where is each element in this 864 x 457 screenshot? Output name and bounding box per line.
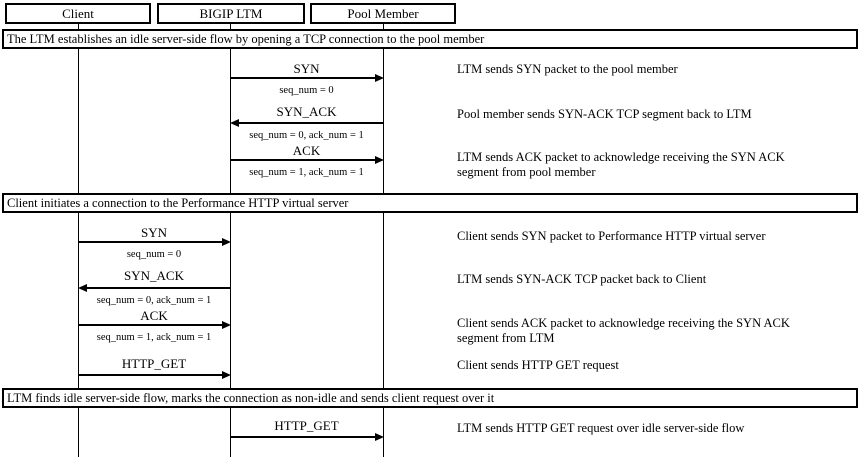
lifeline-client: [78, 24, 79, 457]
arrowhead-left-icon: [78, 283, 87, 292]
message-line-httpget-ltm-pool: [230, 436, 378, 438]
participant-pool-member[interactable]: Pool Member: [310, 3, 456, 24]
message-label-ack-ltm-pool: ACK: [230, 144, 383, 157]
description-5: LTM sends SYN-ACK TCP packet back to Cli…: [457, 272, 859, 287]
message-label-syn-client-ltm: SYN: [78, 226, 230, 239]
message-label-httpget-client-ltm: HTTP_GET: [78, 357, 230, 370]
message-note-syn-client-ltm: seq_num = 0: [78, 249, 230, 261]
message-line-syn-client-ltm: [78, 241, 225, 243]
message-note-text: seq_num = 1, ack_num = 1: [96, 332, 212, 343]
description-line: Client sends HTTP GET request: [457, 358, 619, 372]
description-line: LTM sends SYN packet to the pool member: [457, 62, 678, 76]
arrowhead-left-icon: [230, 118, 239, 127]
message-label-text: SYN: [140, 225, 167, 240]
section-note-3: LTM finds idle server-side flow, marks t…: [2, 388, 858, 408]
description-line: Pool member sends SYN-ACK TCP segment ba…: [457, 107, 752, 121]
message-label-text: ACK: [292, 143, 321, 158]
message-label-synack-ltm-client: SYN_ACK: [78, 269, 230, 282]
participant-bigip-ltm[interactable]: BIGIP LTM: [157, 3, 305, 24]
lifeline-pool-member: [383, 24, 384, 457]
description-line: segment from LTM: [457, 330, 555, 345]
description-line: Client sends ACK packet to acknowledge r…: [457, 316, 790, 330]
message-label-synack-pool-ltm: SYN_ACK: [230, 105, 383, 118]
message-line-httpget-client-ltm: [78, 374, 225, 376]
arrowhead-right-icon: [375, 432, 384, 441]
arrowhead-right-icon: [222, 370, 231, 379]
message-label-syn-ltm-pool: SYN: [230, 62, 383, 75]
description-1: LTM sends SYN packet to the pool member: [457, 62, 859, 77]
description-4: Client sends SYN packet to Performance H…: [457, 229, 859, 244]
message-line-synack-pool-ltm: [235, 122, 383, 124]
message-line-syn-ltm-pool: [230, 77, 378, 79]
section-note-3-text: LTM finds idle server-side flow, marks t…: [7, 390, 495, 405]
message-note-text: seq_num = 0, ack_num = 1: [96, 295, 212, 306]
arrowhead-right-icon: [222, 237, 231, 246]
message-label-text: HTTP_GET: [121, 356, 187, 371]
description-line: LTM sends HTTP GET request over idle ser…: [457, 421, 745, 435]
section-note-1-text: The LTM establishes an idle server-side …: [7, 31, 485, 46]
section-note-2: Client initiates a connection to the Per…: [2, 193, 858, 213]
description-2: Pool member sends SYN-ACK TCP segment ba…: [457, 107, 859, 122]
description-6: Client sends ACK packet to acknowledge r…: [457, 316, 859, 346]
section-note-1: The LTM establishes an idle server-side …: [2, 29, 858, 49]
message-note-synack-pool-ltm: seq_num = 0, ack_num = 1: [230, 130, 383, 142]
participant-client[interactable]: Client: [5, 3, 151, 24]
message-note-ack-client-ltm: seq_num = 1, ack_num = 1: [78, 332, 230, 344]
message-note-ack-ltm-pool: seq_num = 1, ack_num = 1: [230, 167, 383, 179]
participant-client-label: Client: [62, 6, 94, 21]
arrowhead-right-icon: [222, 320, 231, 329]
description-7: Client sends HTTP GET request: [457, 358, 859, 373]
description-line: segment from pool member: [457, 164, 596, 179]
arrowhead-right-icon: [375, 73, 384, 82]
message-line-ack-client-ltm: [78, 324, 225, 326]
description-line: Client sends SYN packet to Performance H…: [457, 229, 766, 243]
participant-bigip-ltm-label: BIGIP LTM: [199, 6, 263, 21]
message-label-ack-client-ltm: ACK: [78, 309, 230, 322]
arrowhead-right-icon: [375, 155, 384, 164]
message-note-syn-ltm-pool: seq_num = 0: [230, 85, 383, 97]
message-note-text: seq_num = 0: [126, 249, 182, 260]
description-line: LTM sends ACK packet to acknowledge rece…: [457, 150, 785, 164]
message-note-text: seq_num = 0, ack_num = 1: [249, 130, 364, 141]
participant-pool-member-label: Pool Member: [347, 6, 419, 21]
message-line-synack-ltm-client: [83, 287, 230, 289]
description-line: LTM sends SYN-ACK TCP packet back to Cli…: [457, 272, 707, 286]
message-line-ack-ltm-pool: [230, 159, 378, 161]
description-8: LTM sends HTTP GET request over idle ser…: [457, 421, 859, 436]
message-note-text: seq_num = 0: [279, 85, 334, 96]
message-label-httpget-ltm-pool: HTTP_GET: [230, 419, 383, 432]
message-note-text: seq_num = 1, ack_num = 1: [249, 167, 364, 178]
message-label-text: SYN: [293, 61, 320, 76]
message-label-text: SYN_ACK: [276, 104, 337, 119]
message-note-synack-ltm-client: seq_num = 0, ack_num = 1: [78, 295, 230, 307]
message-label-text: ACK: [140, 308, 168, 323]
description-3: LTM sends ACK packet to acknowledge rece…: [457, 150, 859, 180]
message-label-text: HTTP_GET: [274, 418, 339, 433]
section-note-2-text: Client initiates a connection to the Per…: [7, 195, 349, 210]
message-label-text: SYN_ACK: [124, 268, 184, 283]
